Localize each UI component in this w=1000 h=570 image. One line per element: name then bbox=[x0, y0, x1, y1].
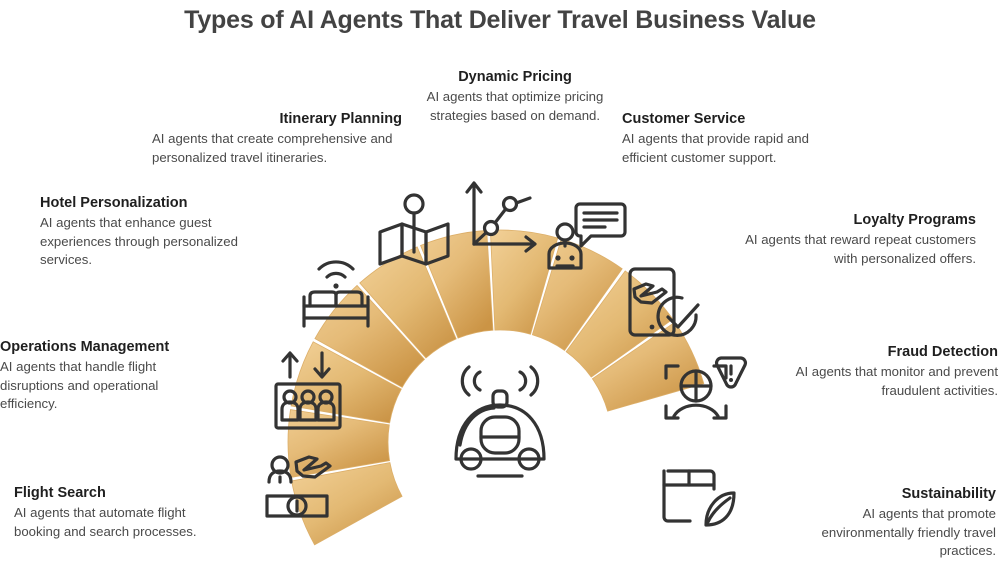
label-desc: AI agents that monitor and prevent fraud… bbox=[795, 364, 998, 398]
label-title: Customer Service bbox=[622, 111, 746, 127]
petal-operations-management[interactable] bbox=[565, 270, 674, 378]
label-operations-management: Operations Management AI agents that han… bbox=[0, 338, 205, 414]
label-title: Loyalty Programs bbox=[853, 212, 977, 228]
petal-customer-service[interactable] bbox=[314, 284, 426, 388]
smart-bed-wifi-icon bbox=[302, 260, 370, 328]
label-title: Operations Management bbox=[0, 339, 170, 355]
label-title: Flight Search bbox=[14, 485, 106, 501]
label-title: Sustainability bbox=[901, 486, 996, 502]
petal-itinerary-planning[interactable] bbox=[489, 229, 559, 335]
label-title: Itinerary Planning bbox=[279, 111, 402, 127]
label-desc: AI agents that automate flight booking a… bbox=[14, 505, 197, 539]
label-flight-search: Flight Search AI agents that automate fl… bbox=[14, 484, 219, 541]
label-fraud-detection: Fraud Detection AI agents that monitor a… bbox=[770, 343, 998, 400]
label-desc: AI agents that handle flight disruptions… bbox=[0, 359, 159, 411]
airport-check-in-desk-icon bbox=[265, 455, 332, 518]
mobile-flight-check-icon bbox=[628, 267, 700, 337]
label-itinerary-planning: Itinerary Planning AI agents that create… bbox=[152, 110, 402, 167]
eco-package-leaf-icon bbox=[662, 469, 736, 527]
label-loyalty-programs: Loyalty Programs AI agents that reward r… bbox=[733, 211, 976, 268]
chatbot-speech-bubble-icon bbox=[547, 202, 627, 270]
label-title: Dynamic Pricing bbox=[458, 69, 572, 85]
label-hotel-personalization: Hotel Personalization AI agents that enh… bbox=[40, 194, 266, 270]
label-desc: AI agents that optimize pricing strategi… bbox=[426, 89, 604, 123]
label-desc: AI agents that enhance guest experiences… bbox=[40, 215, 238, 267]
label-desc: AI agents that provide rapid and efficie… bbox=[622, 131, 809, 165]
petal-dynamic-pricing[interactable] bbox=[420, 229, 494, 339]
label-title: Fraud Detection bbox=[887, 344, 998, 360]
petal-flight-search[interactable] bbox=[591, 321, 705, 412]
map-pin-icon bbox=[378, 193, 450, 266]
label-desc: AI agents that reward repeat customers w… bbox=[745, 232, 976, 266]
autonomous-car-icon bbox=[454, 365, 546, 478]
label-title: Hotel Personalization bbox=[40, 195, 188, 211]
label-customer-service: Customer Service AI agents that provide … bbox=[622, 110, 837, 167]
label-desc: AI agents that create comprehensive and … bbox=[152, 131, 393, 165]
face-scan-alert-icon bbox=[664, 356, 748, 420]
passenger-flow-elevator-icon bbox=[274, 351, 342, 430]
label-desc: AI agents that promote environmentally f… bbox=[821, 506, 996, 558]
label-dynamic-pricing: Dynamic Pricing AI agents that optimize … bbox=[399, 68, 631, 125]
label-sustainability: Sustainability AI agents that promote en… bbox=[786, 485, 996, 561]
line-chart-icon bbox=[465, 181, 537, 253]
page-title: Types of AI Agents That Deliver Travel B… bbox=[184, 6, 816, 34]
